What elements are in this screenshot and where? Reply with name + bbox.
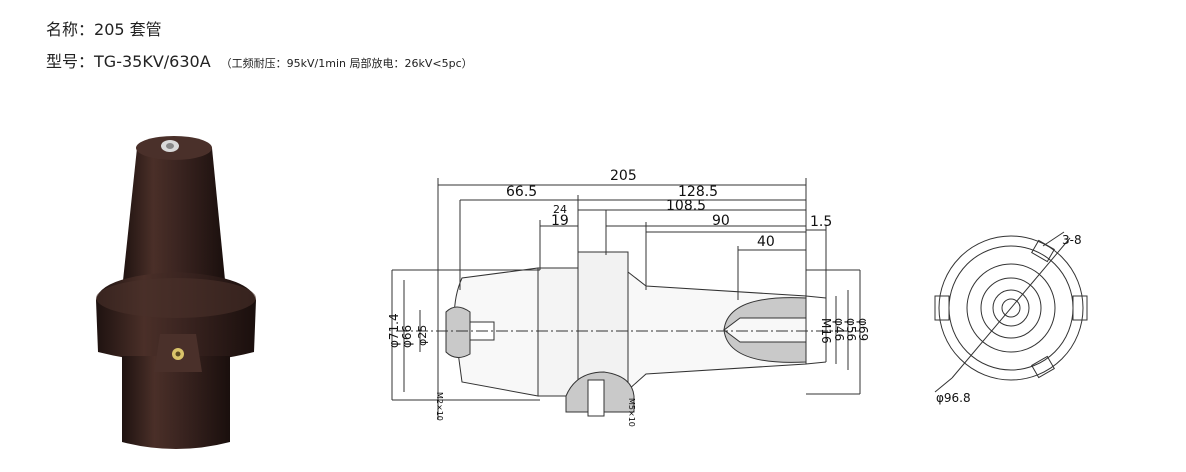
name-label: 名称：: [46, 20, 95, 39]
dia-46: φ46: [832, 318, 846, 341]
dim-90: 90: [712, 213, 730, 229]
dimension-labels: 205 66.5 128.5 24 108.5 19 90 1.5 40 φ71…: [387, 168, 1082, 427]
dia-25: φ25: [416, 325, 429, 346]
dia-71-4: φ71.4: [387, 313, 401, 348]
model-label: 型号：: [46, 52, 95, 71]
dim-108-5: 108.5: [666, 198, 706, 214]
dia-56: φ56: [844, 318, 858, 341]
dim-1-5: 1.5: [810, 214, 832, 230]
dim-40: 40: [757, 234, 775, 250]
dim-66-5: 66.5: [506, 184, 537, 200]
dim-24: 24: [553, 203, 567, 216]
thread-m5: M5×10: [627, 398, 636, 427]
thread-m2: M2×10: [435, 392, 444, 421]
dim-205: 205: [610, 168, 637, 184]
dim-128-5: 128.5: [678, 184, 718, 200]
name-value: 205 套管: [94, 20, 162, 39]
product-model-line: 型号：TG-35KV/630A （工频耐压：95kV/1min 局部放电：26kV…: [46, 48, 473, 72]
dim-19: 19: [551, 213, 569, 229]
dia-66: φ66: [400, 325, 414, 348]
dia-69: φ69: [856, 318, 870, 341]
end-dia-label: φ96.8: [936, 391, 971, 405]
test-spec-note: （工频耐压：95kV/1min 局部放电：26kV<5pc）: [220, 57, 473, 70]
product-name-line: 名称：205 套管: [46, 16, 162, 40]
thread-m16: M16: [819, 318, 833, 344]
side-view: [391, 178, 861, 420]
end-slot-label: 3-8: [1062, 233, 1082, 247]
model-value: TG-35KV/630A: [94, 52, 211, 71]
end-view: [934, 231, 1088, 393]
